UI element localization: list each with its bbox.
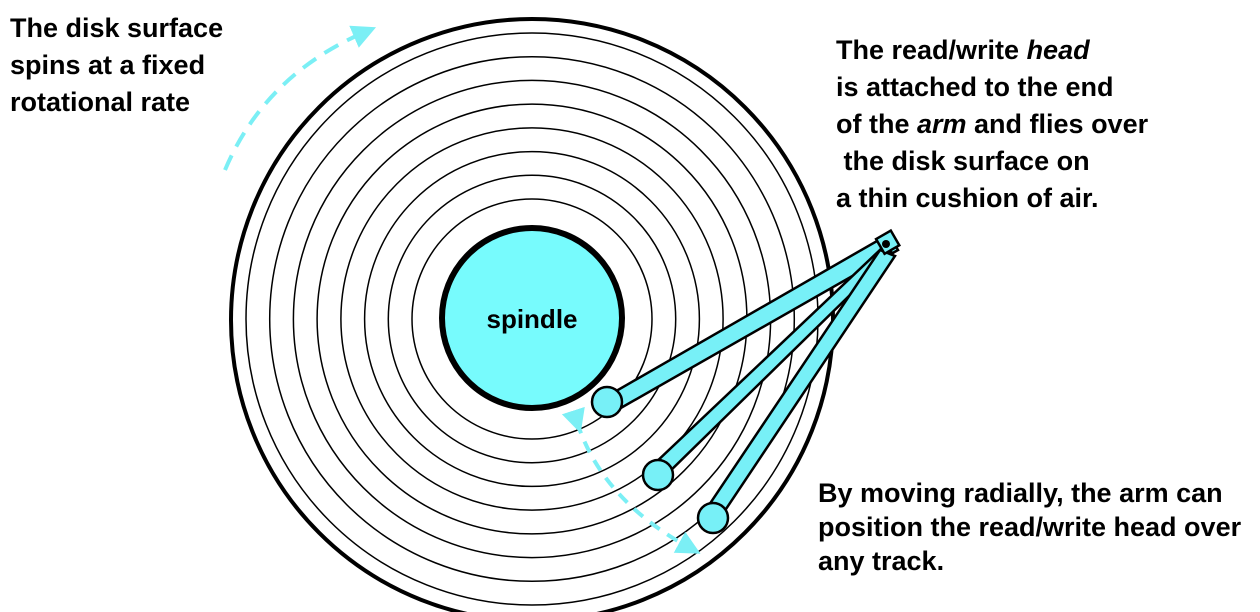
annotation-line: any track. [818,546,945,576]
track-ring [387,174,677,464]
annotation-emphasis-head: head [1026,35,1090,65]
radial-movement-annotation: By moving radially, the arm can position… [818,476,1241,578]
annotation-line: is attached to the end [836,72,1114,102]
track-ring [411,198,653,440]
annotation-line: a thin cushion of air. [836,183,1099,213]
read-write-head-annotation: The read/write head is attached to the e… [836,32,1148,217]
track-ring [363,150,701,488]
track-ring [340,127,724,511]
spin-rate-annotation: The disk surface spins at a fixed rotati… [10,10,223,121]
spindle [439,225,625,411]
spindle-label: spindle [486,304,577,334]
annotation-line: of the arm and flies over [836,106,1148,143]
track-ring [268,55,796,583]
arm-pivot-middle [641,458,675,492]
annotation-line: spins at a fixed [10,50,206,80]
annotation-line: The read/write head [836,32,1148,69]
annotation-line: By moving radially, the arm can [818,478,1223,508]
radial-movement-arrow [561,406,701,554]
annotation-line: The disk surface [10,13,224,43]
annotation-line: rotational rate [10,87,191,117]
head-dot [882,240,890,248]
annotation-emphasis-arm: arm [917,109,967,139]
annotation-text: The read/write [836,35,1027,65]
arm-pivot-inner [590,385,624,419]
arm-pivot-outer [696,501,730,535]
annotation-line: the disk surface on [836,146,1090,176]
arm-positions [590,228,902,535]
annotation-line: position the read/write head over [818,512,1242,542]
annotation-text: of the [836,109,917,139]
annotation-text: and flies over [966,109,1149,139]
